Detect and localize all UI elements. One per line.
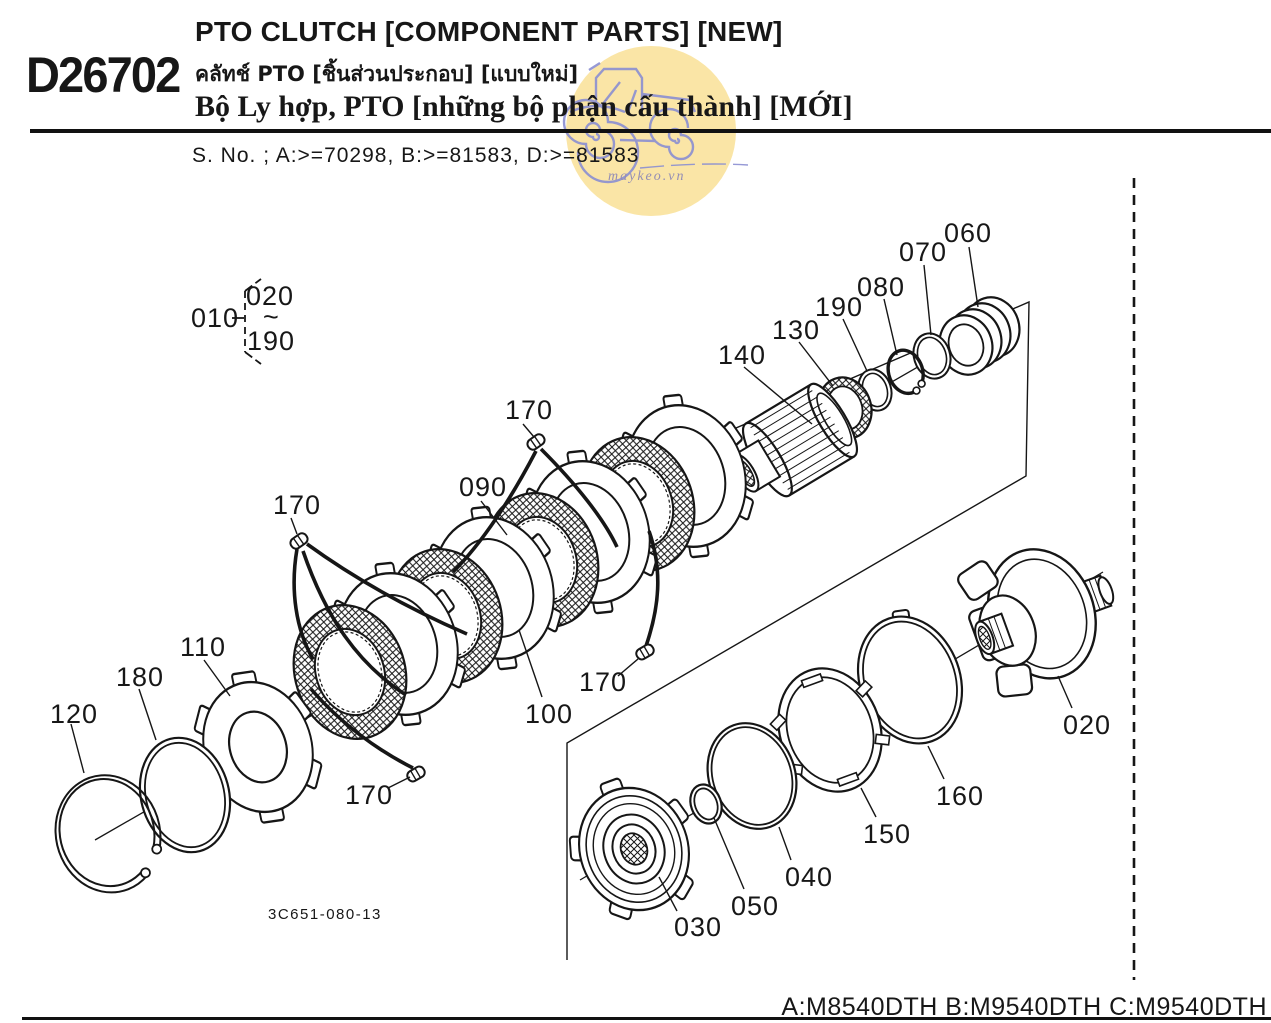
part-020-clutch-case <box>957 548 1115 698</box>
callout-label-170: 170 <box>273 490 322 520</box>
callout-label-170: 170 <box>345 780 394 810</box>
part-170-pin <box>524 431 548 453</box>
callout-leader-lines <box>70 246 1073 912</box>
part-170-retaining-wires <box>292 447 660 770</box>
callout-label-050: 050 <box>731 891 780 921</box>
bracket-range-to: 190 <box>247 326 296 356</box>
callout-label-020: 020 <box>1063 710 1112 740</box>
callout-label-180: 180 <box>116 662 165 692</box>
part-code: D26702 <box>26 47 181 103</box>
callout-label-120: 120 <box>50 699 99 729</box>
part-060-spring <box>938 296 1021 376</box>
callout-label-170: 170 <box>579 667 628 697</box>
page-title: PTO CLUTCH [COMPONENT PARTS] [NEW] <box>195 16 783 47</box>
footer-divider <box>22 1017 1271 1020</box>
page-title-vietnamese: Bộ Ly hợp, PTO [những bộ phận cấu thành]… <box>195 90 853 123</box>
callout-label-150: 150 <box>863 819 912 849</box>
clutch-plate-stack <box>275 375 776 755</box>
callout-label-010: 010 <box>191 303 240 333</box>
callout-label-040: 040 <box>785 862 834 892</box>
bracket-range-tilde: ~ <box>263 302 280 332</box>
part-050-o-ring <box>689 783 723 825</box>
group-bracket <box>232 278 262 365</box>
callout-label-090: 090 <box>459 472 508 502</box>
tractor-watermark-icon <box>562 61 749 184</box>
drawing-code: 3C651-080-13 <box>268 906 382 923</box>
part-120-snap-ring <box>54 774 163 894</box>
header-divider <box>30 129 1271 133</box>
bracket-range-from: 020 <box>246 281 295 311</box>
part-180-ring <box>138 736 232 854</box>
callout-label-130: 130 <box>772 315 821 345</box>
part-150-plate-ring <box>769 667 891 793</box>
serial-number-note: S. No. ; A:>=70298, B:>=81583, D:>=81583 <box>192 144 640 167</box>
callout-label-060: 060 <box>944 218 993 248</box>
model-applicability: A:M8540DTH B:M9540DTH C:M9540DTH <box>781 993 1267 1021</box>
callout-label-190: 190 <box>815 292 864 322</box>
part-030-piston <box>568 777 694 921</box>
callout-label-030: 030 <box>674 912 723 942</box>
page-title-thai: คลัทช์ PTO [ชิ้นส่วนประกอบ] [แบบใหม่] <box>195 62 579 86</box>
callout-label-170: 170 <box>505 395 554 425</box>
callout-label-070: 070 <box>899 237 948 267</box>
watermark-site-text: maykeo.vn <box>608 169 685 184</box>
callout-label-100: 100 <box>525 699 574 729</box>
callout-label-080: 080 <box>857 272 906 302</box>
callout-label-110: 110 <box>180 632 227 662</box>
callout-label-140: 140 <box>718 340 767 370</box>
part-170-pin <box>633 641 657 663</box>
part-070-collar <box>912 332 952 380</box>
part-170-pin <box>287 530 311 552</box>
callout-label-160: 160 <box>936 781 985 811</box>
part-080-snap-ring <box>886 348 926 396</box>
